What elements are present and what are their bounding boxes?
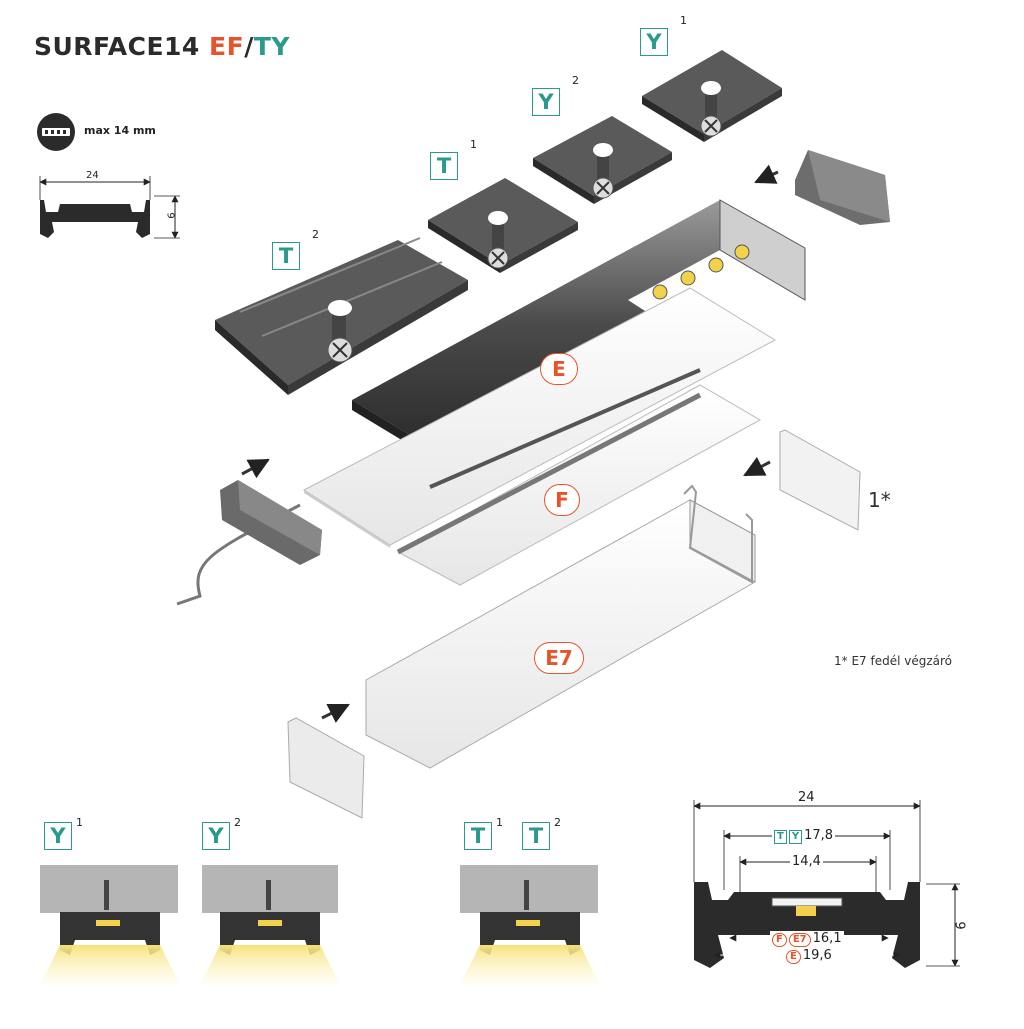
mounting-clip-y1	[642, 50, 782, 142]
endcap-marker: 1*	[868, 488, 891, 512]
cs-ty-y: Y	[788, 830, 803, 844]
cs-fe7-e7: E7	[788, 933, 811, 947]
cs-ty-value: 17,8	[804, 828, 834, 843]
tag-t2: T	[272, 242, 300, 270]
bottom-tag-t1-sup: 1	[496, 816, 503, 829]
led-strip-icon	[37, 113, 75, 151]
title-model: SURFACE14	[34, 32, 210, 61]
bottom-tag-y1: Y	[44, 822, 72, 850]
cs-e-e: E	[786, 950, 801, 964]
bottom-tag-t2: T	[522, 822, 550, 850]
bottom-tag-y1-sup: 1	[76, 816, 83, 829]
cs-e-value: 19,6	[802, 948, 832, 963]
bottom-mount-t	[460, 865, 600, 985]
title-ef: EF	[209, 32, 245, 61]
cs-inner-label: 14,4	[790, 854, 823, 869]
cs-ty-t: T	[774, 830, 787, 844]
small-profile-height: 9	[164, 212, 176, 219]
bottom-tag-t2-sup: 2	[554, 816, 561, 829]
mounting-clip-y2	[533, 116, 672, 204]
small-profile-drawing	[39, 176, 180, 239]
endcap-note: 1* E7 fedél végzáró	[834, 654, 953, 668]
small-profile-width: 24	[86, 170, 99, 181]
bottom-mount-y2	[200, 865, 340, 985]
diffuser-f	[396, 368, 762, 586]
arrow-endcap-top	[754, 164, 779, 184]
mounting-clip-t2	[215, 237, 468, 395]
label-diffuser-e7: E7	[534, 642, 584, 674]
bottom-tag-t1: T	[464, 822, 492, 850]
arrow-endcap-e7-left	[321, 703, 350, 723]
label-diffuser-f: F	[544, 484, 580, 516]
title-ty: TY	[253, 32, 290, 61]
end-cap-e7-right	[779, 429, 861, 531]
bottom-tag-y2-sup: 2	[234, 816, 241, 829]
mounting-clip-t1	[428, 178, 578, 273]
diffuser-e7	[365, 484, 756, 769]
tag-y2: Y	[532, 88, 560, 116]
arrow-endcap-e7	[743, 456, 771, 477]
tag-y1: Y	[640, 28, 668, 56]
page-title: SURFACE14 EF/TY	[34, 32, 290, 61]
title-slash: /	[244, 32, 254, 61]
tag-y2-sup: 2	[572, 74, 579, 87]
label-diffuser-e: E	[540, 353, 578, 385]
bottom-tag-y2: Y	[202, 822, 230, 850]
tag-y1-sup: 1	[680, 14, 687, 27]
cs-fe7-f: F	[772, 933, 787, 947]
end-cap-left-cable	[176, 480, 322, 606]
cs-height-label: 9	[951, 921, 967, 930]
tag-t1: T	[430, 152, 458, 180]
led-max-label: max 14 mm	[84, 124, 156, 137]
end-cap-e7-left	[287, 717, 365, 819]
cs-width-label: 24	[798, 790, 815, 805]
tag-t2-sup: 2	[312, 228, 319, 241]
tag-t1-sup: 1	[470, 138, 477, 151]
bottom-mount-y1	[40, 865, 180, 985]
arrow-endcap-left	[241, 458, 270, 479]
end-cap-top-right	[795, 150, 890, 225]
cs-fe7-value: 16,1	[812, 931, 842, 946]
